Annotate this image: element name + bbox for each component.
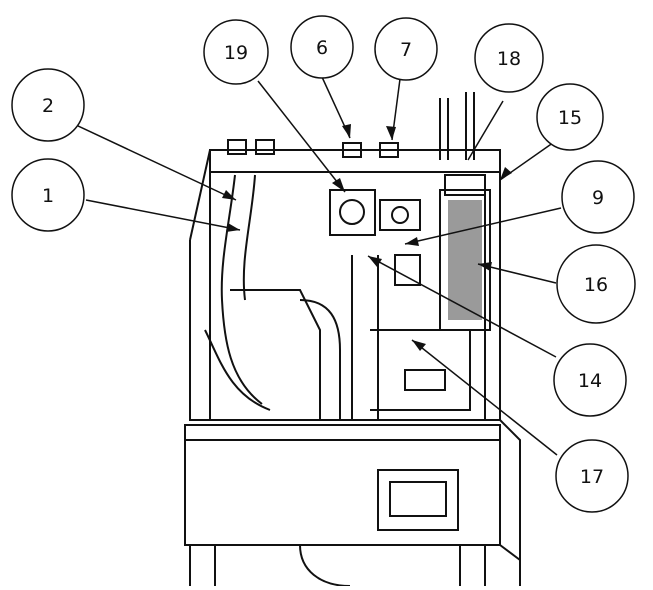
callout-circle-9 bbox=[561, 160, 635, 234]
control-box bbox=[184, 424, 501, 546]
leader-2 bbox=[75, 124, 237, 201]
vessel-right bbox=[370, 329, 471, 411]
leader-14 bbox=[367, 255, 557, 358]
display-screen bbox=[389, 481, 447, 517]
top-rail bbox=[209, 149, 501, 173]
flow-sensor bbox=[394, 254, 421, 286]
callout-label-2: 2 bbox=[42, 95, 54, 117]
callout-circle-19 bbox=[203, 19, 269, 85]
valve-knob bbox=[391, 206, 409, 224]
display-bezel bbox=[377, 469, 459, 531]
callout-label-1: 1 bbox=[42, 185, 54, 207]
leader-19 bbox=[257, 80, 346, 193]
top-connector-d bbox=[379, 142, 399, 158]
leader-9 bbox=[404, 207, 562, 245]
callout-circle-16 bbox=[556, 244, 636, 324]
callout-circle-17 bbox=[555, 439, 629, 513]
expansion-tank bbox=[439, 189, 491, 331]
callout-circles bbox=[11, 15, 636, 513]
callout-circle-18 bbox=[474, 23, 544, 93]
arrowheads bbox=[222, 124, 512, 351]
callout-circle-15 bbox=[536, 83, 604, 151]
top-connector-a bbox=[227, 139, 247, 155]
pump-body bbox=[329, 189, 376, 236]
callout-label-6: 6 bbox=[316, 37, 328, 59]
arrow-16 bbox=[478, 262, 492, 271]
expansion-tank-shade bbox=[448, 200, 482, 320]
hose-loop bbox=[204, 329, 271, 411]
callout-circle-6 bbox=[290, 15, 354, 79]
callout-label-15: 15 bbox=[558, 107, 582, 129]
leader-18 bbox=[467, 100, 504, 161]
sensor-box bbox=[404, 369, 446, 391]
callout-label-16: 16 bbox=[584, 274, 608, 296]
leader-1 bbox=[85, 199, 241, 231]
callout-circle-1 bbox=[11, 158, 85, 232]
unit-body bbox=[184, 149, 521, 587]
arrow-17 bbox=[412, 340, 426, 351]
vessel-mid bbox=[299, 299, 341, 420]
callout-labels: 19 6 7 18 2 15 1 9 16 14 17 bbox=[42, 37, 608, 488]
arrow-1 bbox=[226, 223, 240, 232]
central-pipe bbox=[351, 255, 379, 420]
arrow-7 bbox=[386, 126, 396, 140]
hose-left bbox=[220, 174, 263, 405]
top-connector-b bbox=[255, 139, 275, 155]
callout-circle-7 bbox=[374, 17, 438, 81]
vessel-left bbox=[230, 289, 321, 420]
callout-label-7: 7 bbox=[400, 39, 412, 61]
leader-16 bbox=[477, 263, 557, 284]
vertical-rods bbox=[439, 92, 475, 160]
valve-block bbox=[379, 199, 421, 231]
base-legs bbox=[189, 545, 486, 586]
leader-17 bbox=[411, 339, 558, 456]
cabinet-sides bbox=[189, 240, 501, 421]
callout-label-19: 19 bbox=[224, 42, 248, 64]
arrow-9 bbox=[405, 237, 419, 246]
callout-circle-2 bbox=[11, 68, 85, 142]
base-pipe bbox=[299, 544, 351, 587]
side-panel bbox=[499, 419, 521, 586]
arrow-2 bbox=[222, 190, 236, 200]
callout-circle-14 bbox=[553, 343, 627, 417]
hose-left-2 bbox=[242, 174, 256, 301]
callout-label-17: 17 bbox=[580, 466, 604, 488]
arrow-6 bbox=[342, 124, 351, 138]
pump-impeller bbox=[339, 199, 365, 225]
callout-label-14: 14 bbox=[578, 370, 602, 392]
arrow-19 bbox=[332, 178, 345, 192]
arrow-14 bbox=[368, 256, 382, 267]
top-connector-c bbox=[342, 142, 362, 158]
arrow-15 bbox=[500, 167, 512, 180]
tank-cap bbox=[444, 174, 486, 196]
callout-label-18: 18 bbox=[497, 48, 521, 70]
leader-lines bbox=[75, 76, 562, 456]
internal-components bbox=[204, 92, 491, 420]
callout-label-9: 9 bbox=[592, 187, 604, 209]
